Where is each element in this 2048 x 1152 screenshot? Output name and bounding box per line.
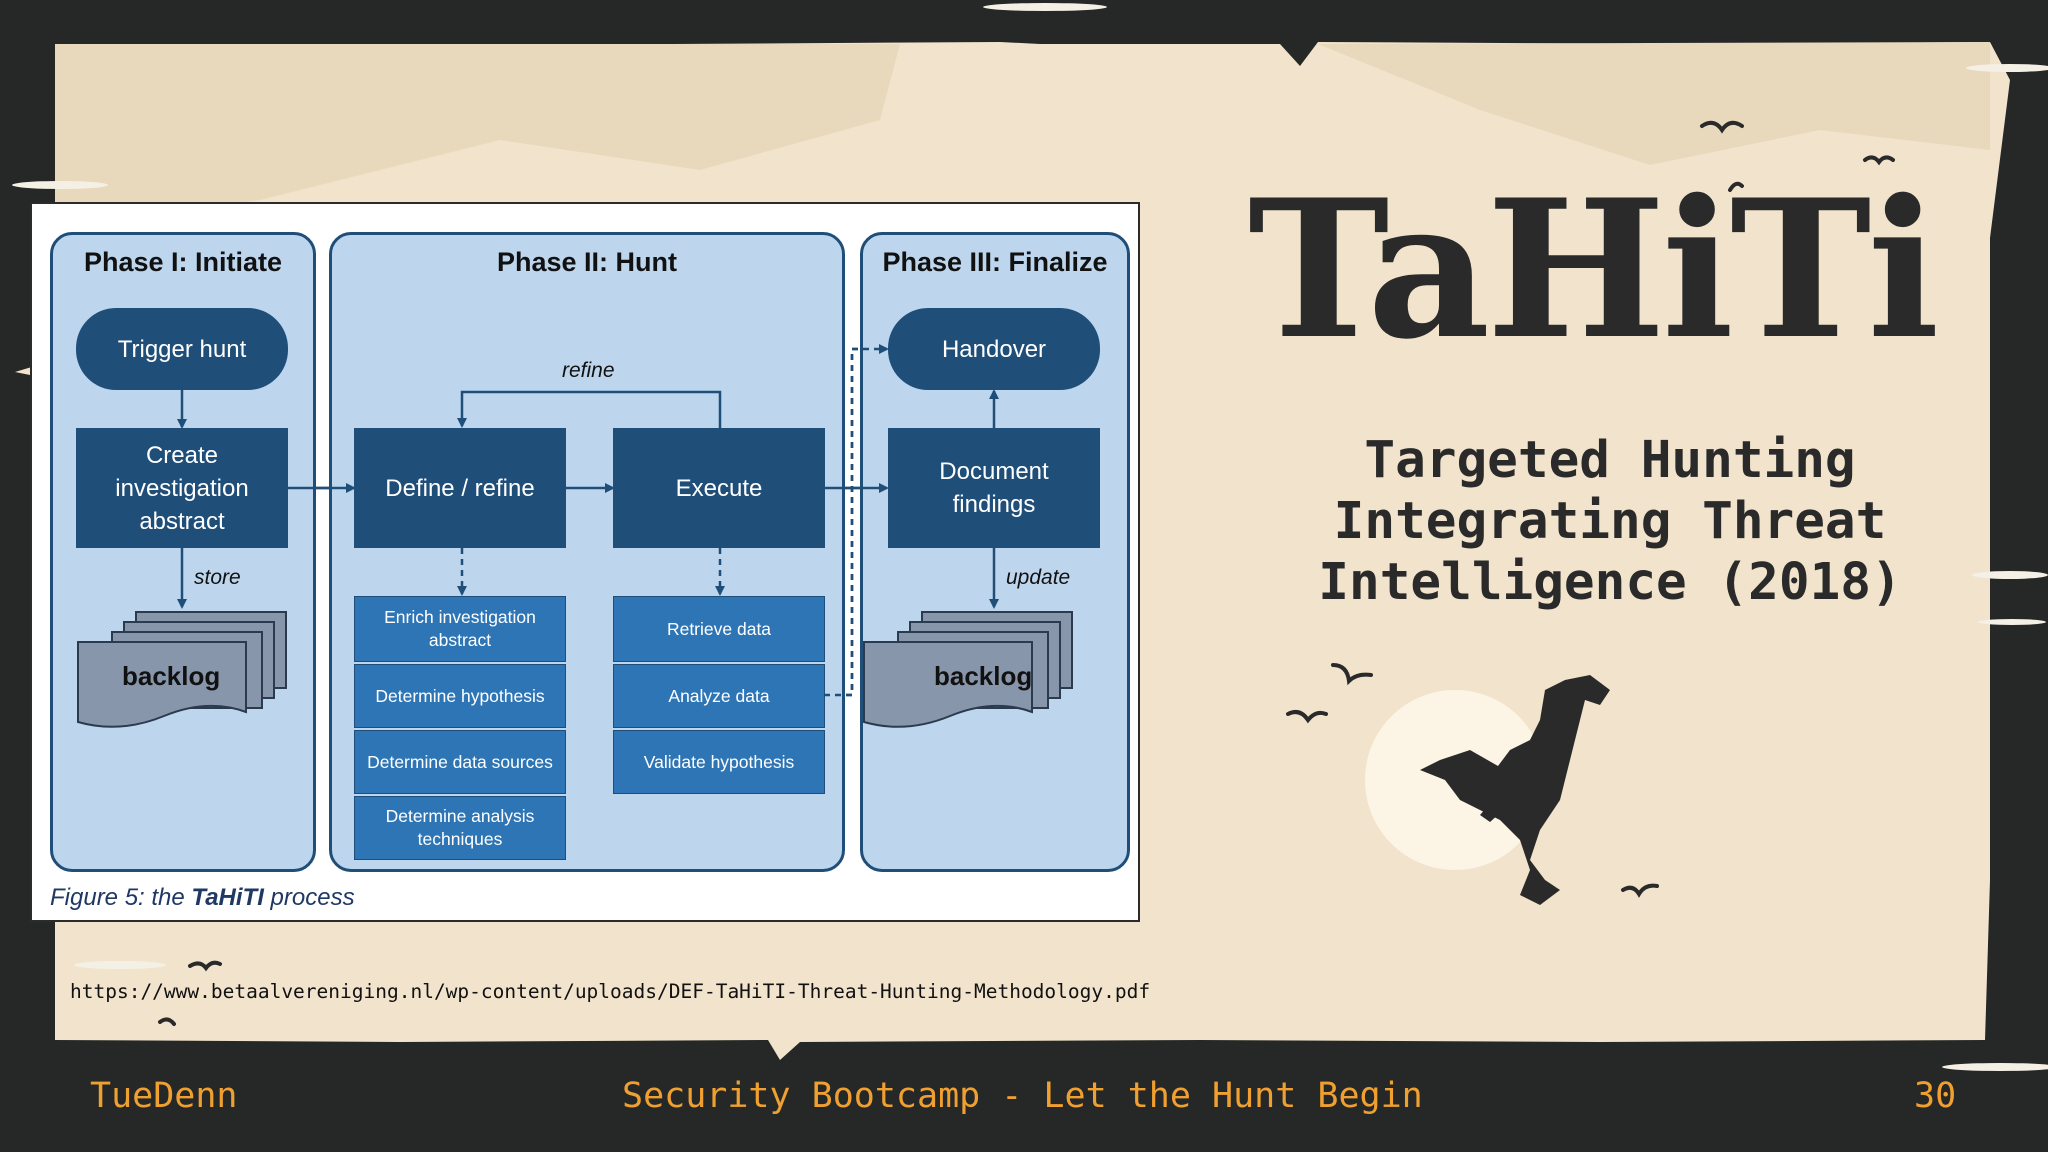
tahiti-logo-title: TaHiTi xyxy=(1248,158,1940,381)
backlog-stack-phase3 xyxy=(863,611,1073,728)
tahiti-process-figure: Phase I: Initiate Phase II: Hunt Phase I… xyxy=(30,202,1140,922)
node-create-abstract: Create investigation abstract xyxy=(76,428,288,548)
slide-subtitle: Targeted Hunting Integrating Threat Inte… xyxy=(1300,430,1920,613)
footer-author: TueDenn xyxy=(90,1076,238,1116)
node-handover: Handover xyxy=(888,308,1100,390)
arrow-analyze-to-handover xyxy=(824,344,889,697)
node-trigger-hunt: Trigger hunt xyxy=(76,308,288,390)
subtitle-line: Integrating Threat xyxy=(1333,492,1887,551)
step-retrieve-data: Retrieve data xyxy=(613,596,825,662)
backlog-stack-phase1 xyxy=(77,611,287,728)
caption-prefix: Figure 5: the xyxy=(50,884,192,911)
step-analyze-data: Analyze data xyxy=(613,664,825,728)
label-update: update xyxy=(1006,566,1071,589)
figure-caption: Figure 5: the TaHiTI process xyxy=(50,884,355,912)
step-enrich-abstract: Enrich investigation abstract xyxy=(354,596,566,662)
node-document-findings: Document findings xyxy=(888,428,1100,548)
step-validate-hypothesis: Validate hypothesis xyxy=(613,730,825,794)
diagram-nodes: Trigger hunt Create investigation abstra… xyxy=(32,204,1138,920)
paper-shadow xyxy=(55,44,900,230)
page-number: 30 xyxy=(1914,1076,1957,1116)
node-define-refine: Define / refine xyxy=(354,428,566,548)
drip-highlight xyxy=(74,961,166,969)
drip-highlight xyxy=(1966,64,2048,72)
drip-highlight xyxy=(1978,619,2046,625)
drip-highlight xyxy=(12,181,108,189)
drip-highlight xyxy=(1942,1063,2048,1071)
footer-title: Security Bootcamp - Let the Hunt Begin xyxy=(622,1076,1423,1116)
paper-shadow xyxy=(1318,42,1990,165)
phase-title: Phase II: Hunt xyxy=(496,247,678,277)
backlog-label: backlog xyxy=(934,661,1033,691)
step-determine-data-sources: Determine data sources xyxy=(354,730,566,794)
source-url[interactable]: https://www.betaalvereniging.nl/wp-conte… xyxy=(70,980,1151,1003)
drip-highlight xyxy=(983,3,1107,11)
label-refine: refine xyxy=(562,359,615,382)
node-execute: Execute xyxy=(613,428,825,548)
step-determine-analysis-techniques: Determine analysis techniques xyxy=(354,796,566,860)
dragon-icon xyxy=(1420,675,1610,905)
bird-icons xyxy=(158,120,1895,1026)
backlog-label: backlog xyxy=(122,661,221,691)
phase-title: Phase I: Initiate xyxy=(83,247,283,277)
caption-suffix: process xyxy=(263,884,355,911)
drip-highlight xyxy=(1972,571,2048,579)
diagram-arrows xyxy=(77,344,1073,728)
arrow-refine xyxy=(457,390,722,428)
label-store: store xyxy=(194,566,241,589)
step-determine-hypothesis: Determine hypothesis xyxy=(354,664,566,728)
subtitle-line: Targeted Hunting xyxy=(1364,431,1856,490)
phase-title: Phase III: Finalize xyxy=(882,247,1108,277)
subtitle-line: Intelligence (2018) xyxy=(1318,553,1902,612)
caption-name: TaHiTI xyxy=(191,884,264,911)
